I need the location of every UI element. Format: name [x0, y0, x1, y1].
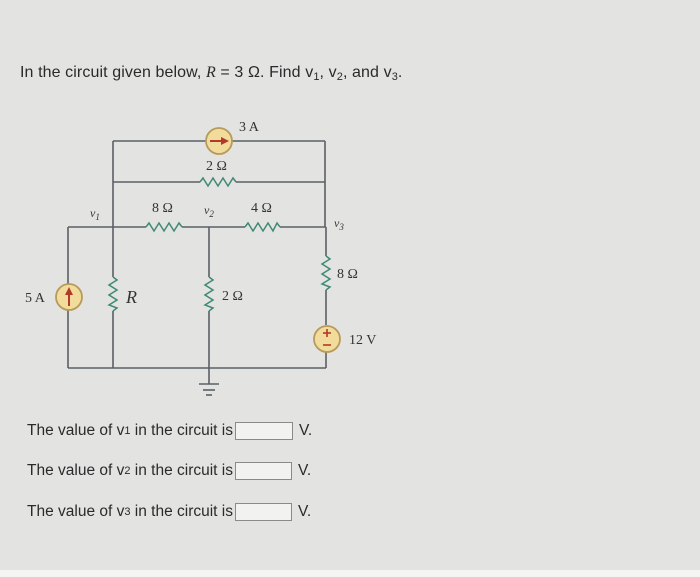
arrow-up-icon — [65, 287, 73, 295]
circuit-wires — [67, 140, 327, 396]
label-2ohm-top: 2 Ω — [206, 159, 227, 174]
current-source-3a — [205, 127, 233, 155]
question-v1-sub: 1 — [313, 71, 320, 83]
arrow-right-icon — [221, 137, 229, 145]
label-12v: 12 V — [349, 333, 376, 348]
answer-suffix: in the circuit is — [130, 503, 233, 520]
v1-answer-input[interactable] — [235, 422, 293, 440]
question-v3-sub: 3 — [391, 71, 398, 83]
answer-prefix: The value of — [27, 503, 117, 520]
answer-unit: V. — [298, 462, 312, 479]
voltage-source-12v — [313, 325, 341, 353]
bottom-strip — [0, 570, 700, 577]
question-text: In the circuit given below, R = 3 Ω. Fin… — [20, 64, 402, 83]
answer-prefix: The value of — [27, 462, 117, 479]
v2-answer-input[interactable] — [235, 462, 292, 480]
answer-prefix: The value of — [27, 422, 117, 439]
question-suffix: . — [397, 64, 403, 81]
answer-var: v — [116, 462, 125, 479]
circuit-diagram: 3 A 2 Ω 8 Ω 4 Ω v1 v2 v3 5 A R 2 Ω 8 Ω 1… — [25, 120, 376, 396]
label-2ohm-center: 2 Ω — [222, 289, 243, 304]
answer-var-sub: 2 — [124, 465, 131, 477]
question-v1: v — [305, 64, 314, 81]
v3-answer-input[interactable] — [235, 503, 292, 521]
label-v3: v3 — [334, 216, 344, 232]
answer-unit: V. — [298, 503, 312, 520]
resistor-8ohm-left — [145, 221, 183, 233]
answer-var: v — [116, 503, 125, 520]
label-8ohm-right: 8 Ω — [337, 267, 358, 282]
label-v1: v1 — [90, 206, 100, 222]
label-5a: 5 A — [25, 291, 46, 306]
question-r-var: R — [206, 64, 216, 81]
label-4ohm: 4 Ω — [251, 201, 272, 216]
resistor-8ohm-right — [320, 255, 332, 291]
resistor-4ohm — [244, 221, 281, 233]
label-v2: v2 — [204, 203, 214, 219]
resistors — [107, 176, 332, 312]
question-v2-sub: 2 — [336, 71, 343, 83]
label-8ohm-left: 8 Ω — [152, 201, 173, 216]
question-prefix: In the circuit given below, — [20, 64, 207, 81]
question-sep1: , — [319, 64, 329, 81]
label-R: R — [125, 287, 137, 307]
label-3a: 3 A — [239, 120, 260, 135]
answer-unit: V. — [299, 422, 313, 439]
answer-var-sub: 3 — [124, 506, 131, 518]
question-v2: v — [328, 64, 337, 81]
answer-var: v — [116, 422, 125, 439]
answer-suffix: in the circuit is — [130, 422, 233, 439]
question-sep2: , and — [342, 64, 384, 81]
question-v3: v — [383, 64, 392, 81]
current-source-5a — [55, 283, 83, 311]
question-r-eq: = 3 Ω. Find — [215, 64, 306, 81]
resistor-2ohm-center — [203, 276, 215, 312]
resistor-2ohm-top — [199, 176, 237, 188]
resistor-R — [107, 276, 119, 312]
answer-var-sub: 1 — [124, 425, 131, 437]
answer-suffix: in the circuit is — [130, 462, 233, 479]
